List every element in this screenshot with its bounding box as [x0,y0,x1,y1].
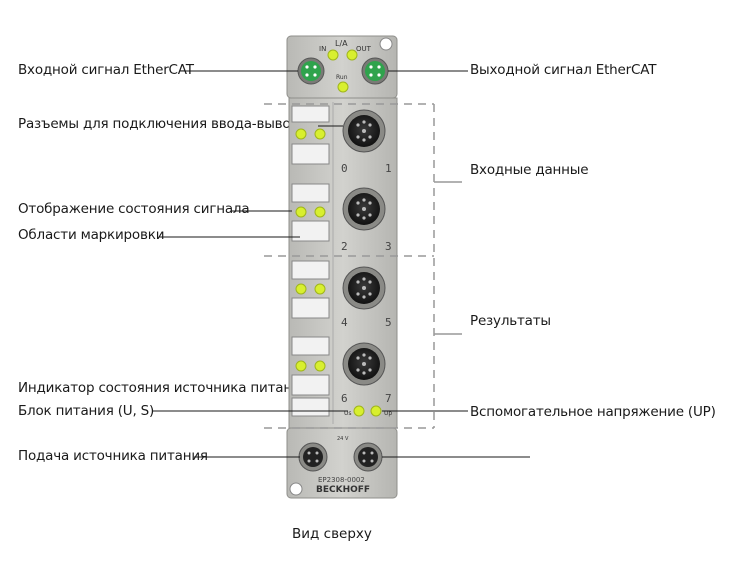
label-power-supply: Блок питания (U, S) [18,403,155,419]
m12-connector-4 [342,342,386,386]
label-power-feed: Подача источника питания [18,448,208,464]
us-text: Us [344,410,352,417]
m12-connector-2 [342,187,386,231]
m12-connector-3 [342,266,386,310]
led-la-out [346,49,358,61]
led-run [337,81,349,93]
header-la-text: L/A [335,39,348,48]
power-out-connector [353,442,383,472]
port-number-1: 1 [385,162,392,175]
port-number-0: 0 [341,162,348,175]
header-in-text: IN [319,45,326,53]
label-signal-status: Отображение состояния сигнала [18,201,250,217]
label-power-status: Индикатор состояния источника питания: [18,380,313,396]
label-aux-voltage: Вспомогательное напряжение (UP) [470,404,716,420]
header-out-text: OUT [356,45,372,53]
brand-text: BECKHOFF [316,485,370,495]
label-results: Результаты [470,313,551,329]
ethercat-in-port [297,57,325,85]
up-text: Up [384,410,392,417]
m12-connector-1 [342,109,386,153]
port-number-6: 6 [341,392,348,405]
label-m12-connectors: Разъемы для подключения ввода-вывода M12 [18,116,341,132]
label-ethercat-out: Выходной сигнал EtherCAT [470,62,657,78]
label-ethercat-in: Входной сигнал EtherCAT [18,62,194,78]
power-in-connector [298,442,328,472]
port-number-7: 7 [385,392,392,405]
header-run-text: Run [336,74,348,81]
marking-areas [291,105,330,417]
port-number-2: 2 [341,240,348,253]
ethercat-out-port [361,57,389,85]
volt-text: 24 V [337,436,349,442]
port-number-4: 4 [341,316,348,329]
led-la-in [327,49,339,61]
port-number-3: 3 [385,240,392,253]
signal-status-leds [295,128,326,372]
label-marking-areas: Области маркировки [18,227,165,243]
model-text: EP2308-0002 [318,476,365,484]
label-input-data: Входные данные [470,162,589,178]
caption: Вид сверху [292,526,372,542]
device-housing [286,35,398,499]
led-up [370,405,382,417]
port-number-5: 5 [385,316,392,329]
led-us [353,405,365,417]
